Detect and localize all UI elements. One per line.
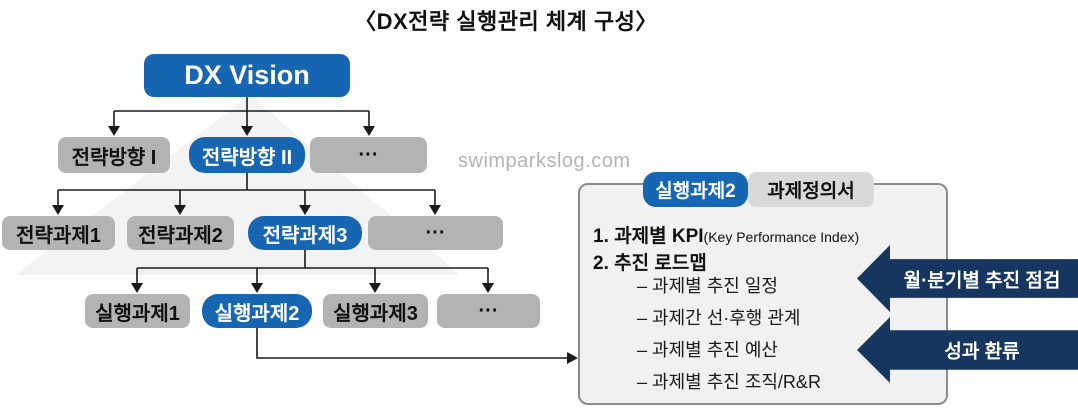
panel-item-kpi: 1. 과제별 KPI(Key Performance Index): [593, 221, 859, 248]
watermark: swimparkslog.com: [458, 150, 631, 172]
tree-node-strategy-task-3: 전략과제3: [248, 216, 362, 250]
tree-node-strategy-task-2: 전략과제2: [127, 216, 234, 250]
monthly-check-arrow-label: 월·분기별 추진 점검: [903, 270, 1061, 291]
tree-node-execution-task-1: 실행과제1: [85, 294, 190, 328]
panel-bullet-organization: – 과제별 추진 조직/R&R: [637, 372, 821, 392]
panel-tab-execution-task-2: 실행과제2: [643, 172, 748, 207]
tree-node-execution-task-more: ···: [437, 294, 540, 328]
panel-tab-task-definition: 과제정의서: [748, 172, 874, 207]
tree-node-strategy-task-more: ···: [368, 216, 503, 250]
panel-bullet-dependency: – 과제간 선·후행 관계: [637, 308, 801, 328]
tree-node-execution-task-3: 실행과제3: [323, 294, 428, 328]
panel-item-kpi-note: (Key Performance Index): [703, 229, 860, 245]
panel-item-roadmap-strong: 2. 추진 로드맵: [593, 253, 707, 274]
diagram-title: 〈DX전략 실행관리 체계 구성〉: [354, 9, 658, 34]
panel-bullet-budget: – 과제별 추진 예산: [637, 340, 778, 360]
tree-node-strategy-task-1: 전략과제1: [2, 216, 115, 250]
panel-item-kpi-strong: 1. 과제별 KPI: [593, 226, 704, 247]
panel-item-roadmap: 2. 추진 로드맵: [593, 248, 707, 275]
tree-node-strategy-direction-1: 전략방향 I: [58, 137, 170, 173]
panel-bullet-list: – 과제별 추진 일정 – 과제간 선·후행 관계 – 과제별 추진 예산 – …: [637, 270, 821, 398]
performance-feedback-arrow-label: 성과 환류: [944, 341, 1020, 363]
tree-node-strategy-direction-more: ···: [310, 137, 427, 173]
tree-node-execution-task-2: 실행과제2: [202, 294, 312, 328]
panel-bullet-schedule: – 과제별 추진 일정: [637, 276, 778, 296]
tree-node-dx-vision: DX Vision: [144, 54, 350, 97]
tree-node-strategy-direction-2: 전략방향 II: [189, 137, 305, 173]
